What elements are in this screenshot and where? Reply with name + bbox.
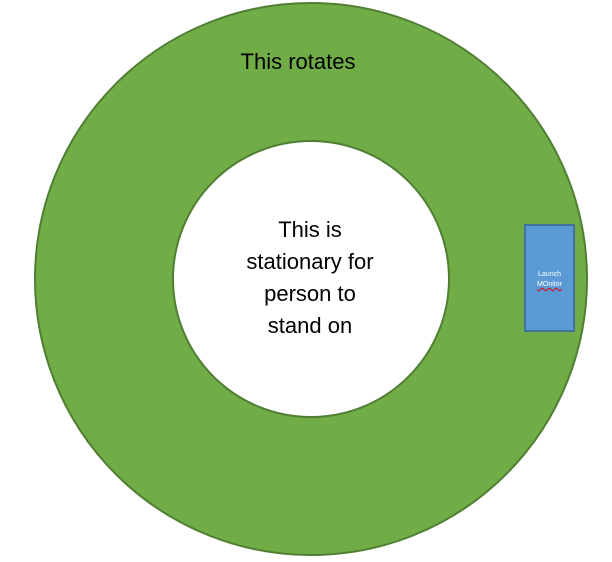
launch-monitor-label-line-1: Launch <box>538 271 561 278</box>
rotating-ring-label: This rotates <box>241 49 356 74</box>
launch-monitor-box: Launch MOnitor <box>524 224 575 332</box>
stationary-label-line-4: stand on <box>267 313 353 338</box>
launch-monitor-label-line-2: MOnitor <box>537 281 562 288</box>
rotating-ring <box>33 2 589 556</box>
stationary-label-line-2: stationary for <box>246 249 374 274</box>
stationary-platform-label: This is stationary for person to stand o… <box>222 214 398 342</box>
stationary-label-line-1: This is <box>278 217 342 242</box>
stationary-label-line-3: person to <box>264 281 356 306</box>
